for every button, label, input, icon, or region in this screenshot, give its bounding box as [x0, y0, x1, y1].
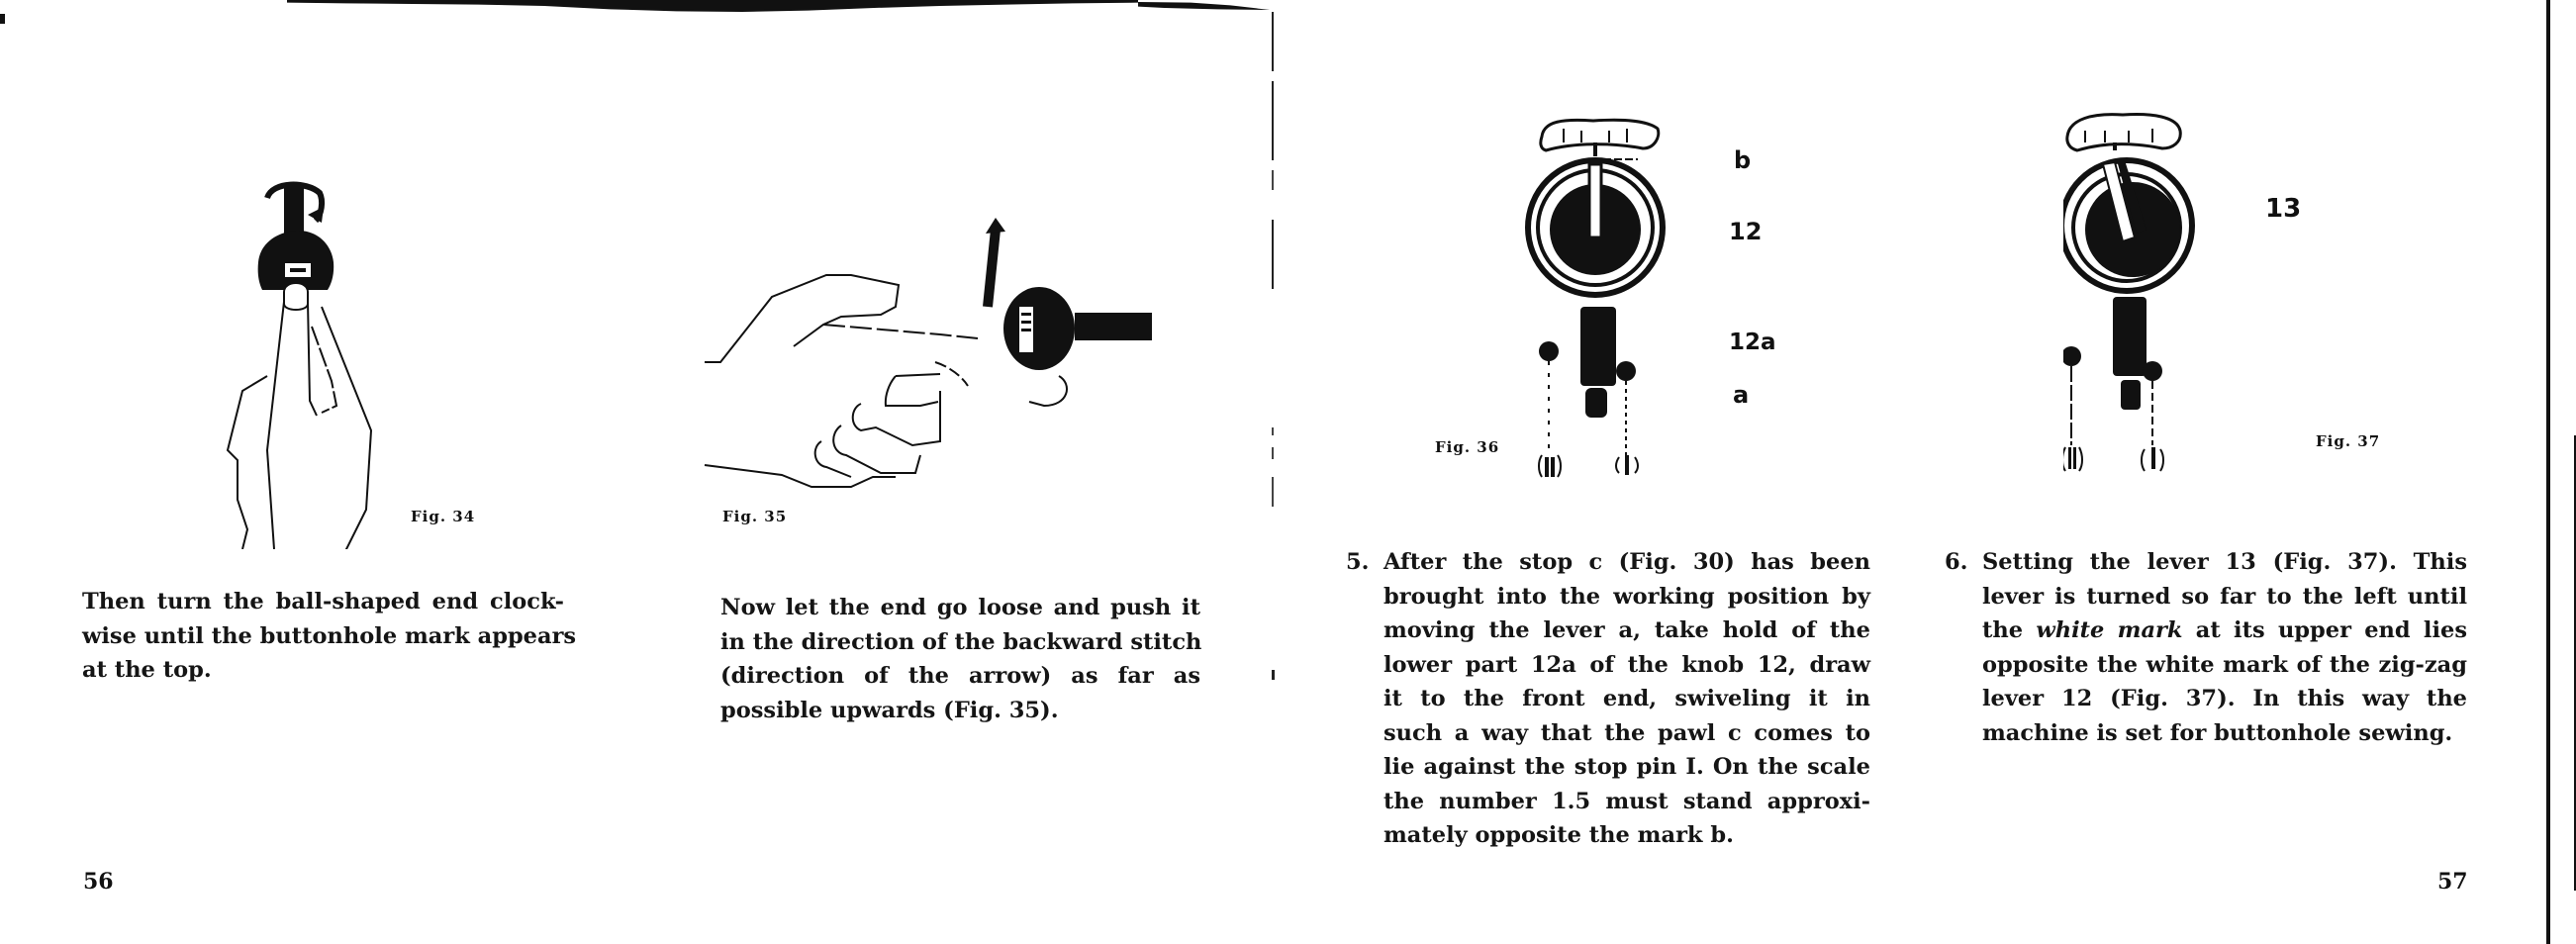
figure-36-caption: Fig. 36: [1435, 438, 1500, 456]
figure-34-caption: Fig. 34: [411, 508, 476, 525]
figure-36-label-12a: 12a: [1729, 330, 1776, 355]
page-number-right: 57: [2437, 869, 2468, 895]
step-line: lie against the stop pin I. On the scale: [1383, 754, 1870, 780]
page-gutter-line: [1272, 12, 1275, 680]
paragraph-line: Then turn the ball-shaped end clock-: [82, 589, 564, 614]
step-5-body: After the stop c (Fig. 30) has been brou…: [1383, 545, 1870, 853]
figure-36-label-b: b: [1734, 146, 1752, 174]
paragraph-line: Now let the end go loose and push it: [720, 595, 1200, 620]
step-text: the: [1982, 617, 2024, 643]
step-line: lever is turned so far to the left until: [1982, 583, 2467, 610]
scan-top-edge: [287, 0, 1271, 12]
scan-left-mark: [0, 14, 5, 24]
paragraph-push-end-upwards: Now let the end go loose and push it in …: [720, 591, 1202, 727]
paragraph-line: (direction of the arrow) as far as: [720, 663, 1200, 689]
page-number-left: 56: [83, 869, 114, 895]
step-line-with-italic: the white mark at its upper end lies: [1982, 614, 2467, 648]
paragraph-line: possible upwards (Fig. 35).: [720, 697, 1059, 723]
step-line: opposite the white mark of the zig-zag: [1982, 651, 2467, 678]
figure-35-caption: Fig. 35: [722, 508, 788, 525]
scan-right-edge: [2546, 0, 2550, 944]
paragraph-turn-ball-end: Then turn the ball-shaped end clock- wis…: [82, 585, 577, 688]
figure-37-lever-13: [2063, 113, 2195, 472]
step-line: Setting the lever 13 (Fig. 37). This: [1982, 549, 2467, 575]
step-6-paragraph: 6. Setting the lever 13 (Fig. 37). This …: [1945, 545, 2467, 750]
figure-34-hand-ball-end: [226, 181, 373, 549]
figure-35-hand-push-knob: [704, 218, 1152, 488]
paragraph-line: at the top.: [82, 657, 212, 683]
step-text: at its upper end lies: [2195, 617, 2467, 643]
scan-right-border: [2574, 435, 2576, 891]
step-line: such a way that the pawl c comes to: [1383, 719, 1870, 746]
step-number: 6.: [1945, 549, 1968, 575]
step-number: 5.: [1346, 549, 1370, 575]
step-line: brought into the working position by: [1383, 583, 1870, 610]
paragraph-line: wise until the buttonhole mark appears: [82, 622, 577, 649]
figure-36-label-a: a: [1733, 381, 1750, 409]
italic-white-mark: white mark: [2036, 617, 2183, 643]
step-line: moving the lever a, take hold of the: [1383, 617, 1870, 643]
step-line: mately opposite the mark b.: [1383, 822, 1734, 848]
step-line: After the stop c (Fig. 30) has been: [1383, 549, 1870, 575]
step-5-paragraph: 5. After the stop c (Fig. 30) has been b…: [1346, 545, 1870, 853]
step-line: lower part 12a of the knob 12, draw: [1383, 651, 1870, 678]
paragraph-line: in the direction of the backward stitch: [720, 628, 1202, 655]
step-line: the number 1.5 must stand approxi-: [1383, 788, 1870, 814]
step-line: it to the front end, swiveling it in: [1383, 686, 1870, 711]
step-line: machine is set for buttonhole sewing.: [1982, 719, 2453, 746]
figure-36-stitch-knob: [1525, 118, 1666, 478]
step-line: lever 12 (Fig. 37). In this way the: [1982, 686, 2467, 711]
figure-37-label-13: 13: [2265, 194, 2302, 224]
figure-37-caption: Fig. 37: [2316, 432, 2381, 450]
figure-36-label-12: 12: [1729, 218, 1763, 245]
step-6-body: Setting the lever 13 (Fig. 37). This lev…: [1982, 545, 2467, 750]
